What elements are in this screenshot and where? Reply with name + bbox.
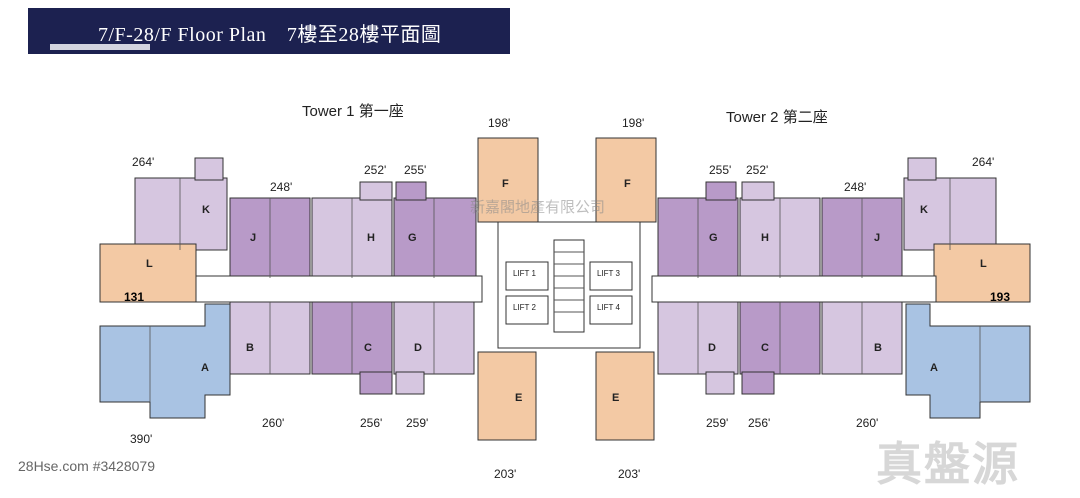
unit-l-right — [933, 243, 1031, 303]
tower-1-label: Tower 1 第一座 — [302, 103, 404, 120]
unit-label: L — [980, 258, 987, 270]
dim-bottom-left: 256' — [360, 416, 383, 430]
dim-top-right: 248' — [844, 180, 867, 194]
dim-top-right: 255' — [709, 163, 732, 177]
unit-label: J — [250, 232, 257, 244]
unit-f-right — [595, 137, 657, 223]
lift-3-label: LIFT 3 — [597, 269, 620, 278]
unit-e-left — [477, 351, 537, 441]
agency-watermark: 新嘉閣地產有限公司 — [470, 199, 606, 216]
lift-2 — [505, 295, 549, 325]
dim-bottom-right: 260' — [856, 416, 879, 430]
lift-3 — [589, 261, 633, 291]
unit-label: C — [761, 342, 769, 354]
unit-label: B — [874, 342, 882, 354]
unit-label: L — [146, 258, 153, 270]
unit-label: K — [202, 204, 210, 216]
dim-bottom-right: 259' — [706, 416, 729, 430]
dim-bottom-right: 203' — [618, 467, 641, 481]
unit-label: E — [612, 392, 620, 404]
unit-label: K — [920, 204, 928, 216]
dim-bottom-left: 390' — [130, 432, 153, 446]
dim-bottom-left: 260' — [262, 416, 285, 430]
lift-1 — [505, 261, 549, 291]
dim-bottom-left: 203' — [494, 467, 517, 481]
dim-top-left: 255' — [404, 163, 427, 177]
unit-label: G — [408, 232, 417, 244]
unit-label: A — [930, 362, 938, 374]
dim-top-left: 248' — [270, 180, 293, 194]
dim-top-right: 264' — [972, 155, 995, 169]
dim-bottom-left: 259' — [406, 416, 429, 430]
unit-label: J — [874, 232, 881, 244]
dim-side-right: 193 — [990, 290, 1011, 304]
brand-logo: 真盤源 — [876, 437, 1020, 491]
dim-side-left: 131 — [124, 290, 145, 304]
unit-e-right — [595, 351, 655, 441]
tower-2-label: Tower 2 第二座 — [726, 109, 828, 126]
dim-top-right: 252' — [746, 163, 769, 177]
unit-label: H — [761, 232, 769, 244]
unit-label: F — [502, 178, 509, 190]
unit-g-left — [393, 197, 477, 279]
unit-label: B — [246, 342, 254, 354]
banner-watermark-strip — [50, 44, 150, 60]
dim-top-left: 264' — [132, 155, 155, 169]
unit-a-right — [905, 303, 1031, 419]
dim-top-left: 252' — [364, 163, 387, 177]
unit-label: H — [367, 232, 375, 244]
unit-k-left — [134, 177, 228, 251]
dim-top-right: 198' — [622, 116, 645, 130]
dim-top-left: 198' — [488, 116, 511, 130]
page-title: 7/F-28/F Floor Plan 7樓至28樓平面圖 — [98, 24, 442, 46]
lift-2-label: LIFT 2 — [513, 303, 536, 312]
stair — [553, 239, 585, 333]
unit-label: E — [515, 392, 523, 404]
unit-label: F — [624, 178, 631, 190]
unit-label: G — [709, 232, 718, 244]
unit-a-left — [99, 303, 231, 419]
title-banner: 7/F-28/F Floor Plan 7樓至28樓平面圖 — [28, 8, 510, 54]
lift-4 — [589, 295, 633, 325]
unit-label: A — [201, 362, 209, 374]
lift-4-label: LIFT 4 — [597, 303, 620, 312]
dim-bottom-right: 256' — [748, 416, 771, 430]
listing-id: 28Hse.com #3428079 — [18, 458, 155, 474]
unit-label: C — [364, 342, 372, 354]
unit-l-left — [99, 243, 197, 303]
unit-label: D — [708, 342, 716, 354]
unit-label: D — [414, 342, 422, 354]
unit-f-left — [477, 137, 539, 223]
lift-1-label: LIFT 1 — [513, 269, 536, 278]
